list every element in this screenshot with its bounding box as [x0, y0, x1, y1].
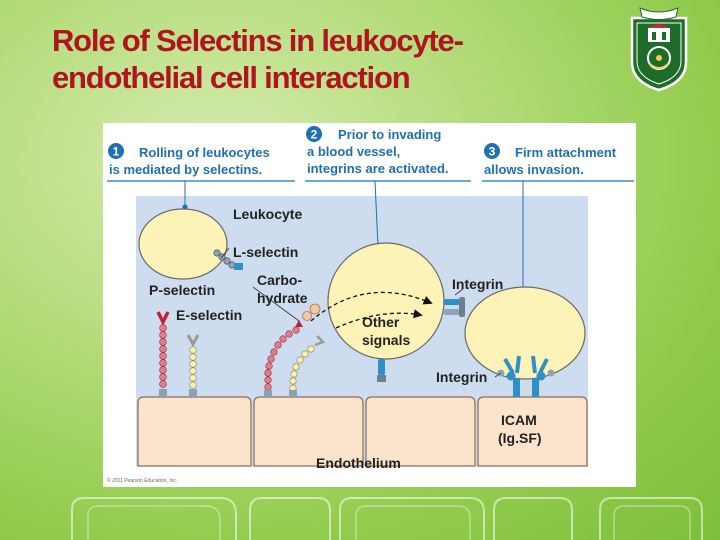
- endothelial-cell-2: [253, 396, 364, 467]
- endothelial-cell-3: [365, 396, 476, 467]
- slide-title-line-2: endothelial cell interaction: [52, 60, 411, 95]
- label-icam-line-1: ICAM: [501, 412, 537, 428]
- carbohydrate-leader: [252, 286, 300, 322]
- label-carbohydrate-line-1: Carbo-: [257, 272, 302, 288]
- slide-title-line-1: Role of Selectins in leukocyte-: [52, 23, 464, 58]
- step-2-text-line-1: Prior to invading: [338, 127, 441, 142]
- integrin-inactive-bottom: [377, 359, 386, 382]
- carbohydrate-chain: [295, 303, 321, 327]
- e-selectin-molecule: [186, 334, 200, 397]
- integrin-inactive-top: [443, 297, 465, 317]
- step-2-number: 2: [311, 128, 318, 142]
- label-endothelium: Endothelium: [316, 455, 401, 471]
- label-icam-line-2: (Ig.SF): [498, 430, 542, 446]
- step-3-text-line-2: allows invasion.: [484, 162, 584, 177]
- step-3-header: 3 Firm attachment allows invasion.: [482, 143, 634, 315]
- endothelial-cell-1: [137, 396, 252, 467]
- integrin-bottom-leader: [494, 372, 502, 378]
- step-1-text-line-2: is mediated by selectins.: [109, 162, 262, 177]
- endothelial-cell-4: [477, 396, 588, 467]
- bound-selectin-chain-red: [264, 326, 300, 397]
- step-1-number-badge: [108, 143, 124, 159]
- copyright-notice: © 2011 Pearson Education, Inc.: [107, 477, 177, 484]
- endothelium-layer: [137, 396, 588, 467]
- step-3-number-badge: [484, 143, 500, 159]
- bound-selectin-chain-yellow: [289, 335, 326, 397]
- label-leukocyte: Leukocyte: [233, 206, 302, 222]
- step-2-text-line-2: a blood vessel,: [307, 144, 400, 159]
- step-1-leader-dot: [182, 204, 188, 210]
- footer-decoration: [71, 497, 703, 540]
- step-2-leader-line: [374, 180, 379, 248]
- label-l-selectin: L-selectin: [233, 244, 298, 260]
- signal-arrow-lower: [335, 309, 423, 329]
- label-integrin-top: Integrin: [452, 276, 503, 292]
- label-integrin-bottom: Integrin: [436, 369, 487, 385]
- step-3-text-line-1: Firm attachment: [515, 145, 617, 160]
- label-other-signals-line-2: signals: [362, 332, 410, 348]
- label-p-selectin: P-selectin: [149, 282, 215, 298]
- label-other-signals-line-1: Other: [362, 314, 400, 330]
- step-2-text-line-3: integrins are activated.: [307, 161, 449, 176]
- leukocyte-cell-attached: [464, 286, 586, 380]
- icam-molecules: [513, 378, 539, 397]
- slide-title: Role of Selectins in leukocyte- endothel…: [52, 22, 572, 96]
- leukocyte-adhesion-figure: 1 Rolling of leukocytes is mediated by s…: [103, 123, 636, 487]
- step-1-header: 1 Rolling of leukocytes is mediated by s…: [107, 143, 295, 210]
- l-selectin-molecule: [213, 249, 243, 270]
- label-e-selectin: E-selectin: [176, 307, 242, 323]
- step-1-number: 1: [113, 145, 120, 159]
- label-carbohydrate-line-2: hydrate: [257, 290, 308, 306]
- leukocyte-cell-rolling: [138, 208, 228, 280]
- p-selectin-molecule: [156, 311, 170, 397]
- l-selectin-leader: [220, 247, 230, 259]
- step-3-number: 3: [489, 145, 496, 159]
- integrin-top-leader: [454, 288, 464, 296]
- signal-arrow-upper: [310, 291, 433, 322]
- step-1-text-line-1: Rolling of leukocytes: [139, 145, 270, 160]
- step-2-number-badge: [306, 126, 322, 142]
- university-crest-logo: [630, 7, 688, 92]
